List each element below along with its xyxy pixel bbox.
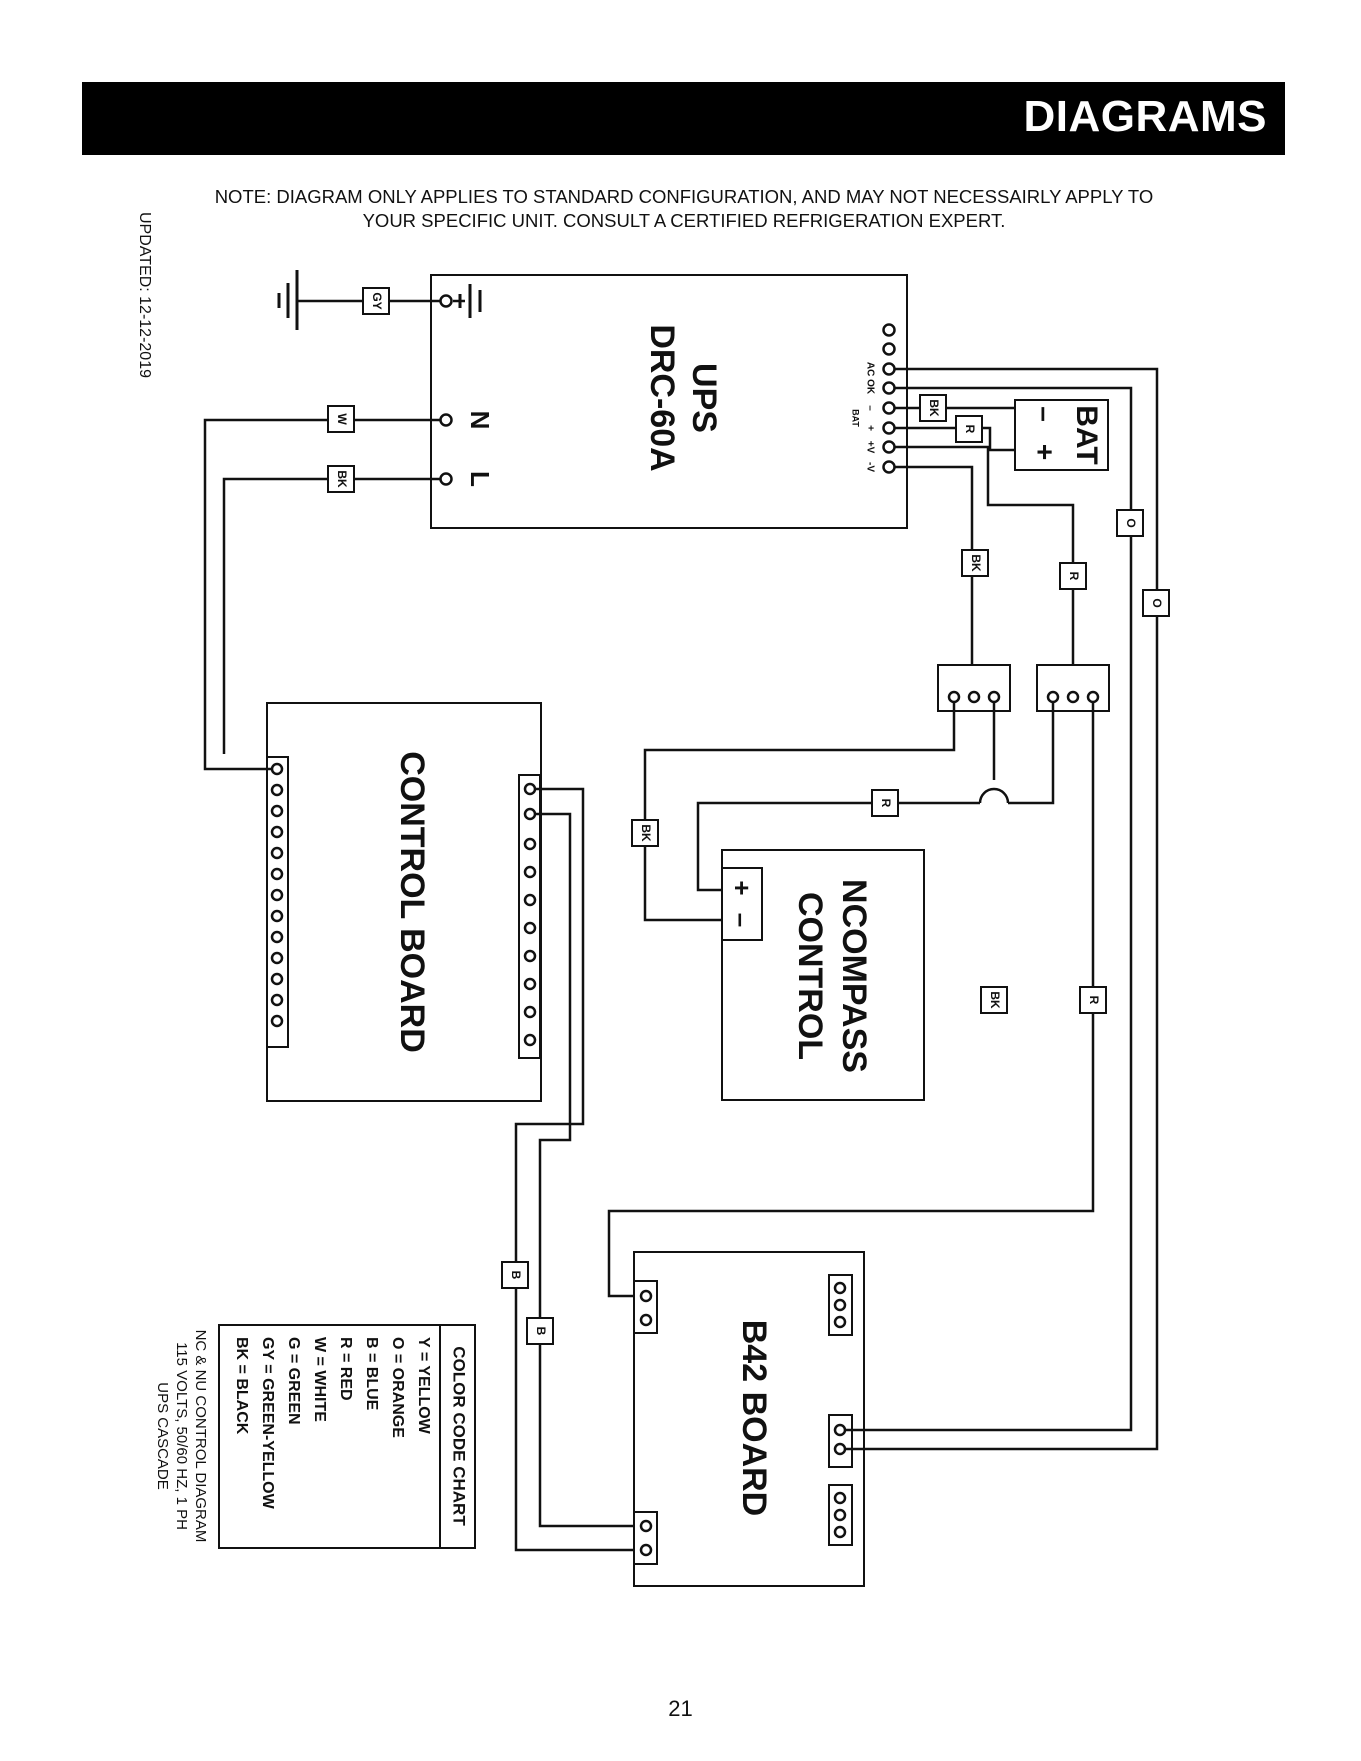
ground-symbol-ups <box>453 284 482 318</box>
ncompass-line2: CONTROL <box>791 892 829 1060</box>
color-code-chart-box <box>218 1324 476 1549</box>
wire-tag-b-14: B <box>534 1327 548 1336</box>
wire-tag-o-8: O <box>1150 598 1164 607</box>
color-chart-entry-0: Y = YELLOW <box>415 1337 432 1435</box>
ncompass-plus: + <box>727 880 757 895</box>
wire-b-1 <box>514 787 634 1552</box>
wire-tag-gy-0: GY <box>370 292 384 309</box>
b42-conn-bottom-left <box>633 1511 658 1565</box>
wire-bk-l <box>222 477 440 754</box>
ups-pin-plus-v: +V <box>864 441 875 454</box>
caption-line-3: UPS CASCADE <box>154 1382 171 1490</box>
ups-n-label: N <box>465 411 495 430</box>
wire-tag-bk-3: BK <box>927 399 941 417</box>
ups-pin-minus: – <box>864 405 875 411</box>
wire-r-bat <box>895 426 1015 452</box>
color-chart-entry-3: R = RED <box>337 1337 354 1401</box>
page-title: DIAGRAMS <box>1023 92 1267 141</box>
wire-tag-bk-2: BK <box>335 470 349 488</box>
ncompass-box <box>721 849 925 1101</box>
battery-box <box>1014 399 1109 471</box>
color-chart-entry-1: O = ORANGE <box>389 1337 406 1438</box>
wire-r-plusv <box>895 445 1075 665</box>
caption-line-1: NC & NU CONTROL DIAGRAM <box>192 1330 209 1543</box>
wire-bk-minusv <box>895 465 974 665</box>
wire-tag-o-7: O <box>1124 518 1138 527</box>
wire-tag-bk-11: BK <box>988 991 1002 1009</box>
battery-title: BAT <box>1070 405 1103 464</box>
battery-plus: + <box>1030 444 1061 460</box>
page-number: 21 <box>668 1696 693 1721</box>
b42-conn-right-mid <box>828 1414 853 1468</box>
ups-pin-plus: + <box>864 425 875 431</box>
color-chart-title: COLOR CODE CHART <box>450 1346 469 1526</box>
color-chart-entry-2: B = BLUE <box>363 1337 380 1411</box>
wire-tag-r-6: R <box>1067 572 1081 581</box>
ncompass-terminal <box>721 867 763 941</box>
battery-minus: – <box>1030 406 1061 422</box>
ups-l-terminal <box>439 472 453 486</box>
ups-box <box>430 274 908 529</box>
color-chart-entry-4: W = WHITE <box>311 1337 328 1422</box>
b42-box <box>633 1251 865 1587</box>
control-board-left-terminals <box>270 762 284 1028</box>
ups-pin-minus-v: -V <box>864 462 875 472</box>
updated-date: UPDATED: 12-12-2019 <box>136 212 153 378</box>
wire-bk-ncompass <box>643 703 956 922</box>
wire-b-2 <box>536 812 634 1528</box>
ground-symbol-left <box>277 270 441 330</box>
wire-r-ncompass <box>1008 703 1055 805</box>
ups-title: UPS <box>685 363 723 433</box>
wire-o-2 <box>845 386 1133 1432</box>
note-line-1: NOTE: DIAGRAM ONLY APPLIES TO STANDARD C… <box>214 186 1154 207</box>
ups-pin-ac-ok: AC OK <box>864 362 875 395</box>
ups-l-label: L <box>465 471 495 487</box>
ups-ground-terminal <box>439 294 453 308</box>
connector-right <box>1036 664 1110 712</box>
control-board-left-terminal-strip <box>266 756 289 1048</box>
ncompass-minus: – <box>727 913 757 927</box>
color-chart-entry-7: BK = BLACK <box>233 1337 250 1435</box>
wire-r-b42 <box>607 703 1095 1298</box>
ncompass-line1: NCOMPASS <box>835 879 873 1073</box>
control-board-title: CONTROL BOARD <box>393 751 431 1053</box>
wire-tag-bk-5: BK <box>969 554 983 572</box>
ups-model: DRC-60A <box>643 324 681 471</box>
wire-o-1 <box>845 367 1159 1451</box>
wire-tag-r-12: R <box>1087 996 1101 1005</box>
ups-pins <box>882 323 896 474</box>
connector-left <box>937 664 1011 712</box>
color-chart-entry-6: GY = GREEN-YELLOW <box>259 1337 276 1510</box>
wire-tag-w-1: W <box>335 413 349 425</box>
ups-n-terminal <box>439 413 453 427</box>
note-line-2: YOUR SPECIFIC UNIT. CONSULT A CERTIFIED … <box>362 210 1006 231</box>
control-board-right-terminal-strip <box>518 774 541 1059</box>
wire-w-n <box>203 418 440 771</box>
control-board-right-terminals <box>523 782 537 1047</box>
b42-conn-right-top <box>828 1274 853 1336</box>
b42-conn-top-left <box>633 1280 658 1334</box>
note-text: NOTE: DIAGRAM ONLY APPLIES TO STANDARD C… <box>150 185 1218 233</box>
ups-pin-bat: BAT <box>851 409 861 427</box>
wire-tag-bk-10: BK <box>639 824 653 842</box>
wire-tag-r-9: R <box>879 799 893 808</box>
b42-title: B42 BOARD <box>735 1320 773 1516</box>
header-bar: DIAGRAMS <box>82 82 1285 155</box>
b42-conn-right-bottom <box>828 1484 853 1546</box>
caption-line-2: 115 VOLTS, 50/60 HZ, 1 PH <box>173 1342 190 1530</box>
wire-tag-b-13: B <box>509 1271 523 1280</box>
color-chart-entry-5: G = GREEN <box>285 1337 302 1425</box>
wire-tag-r-4: R <box>963 425 977 434</box>
